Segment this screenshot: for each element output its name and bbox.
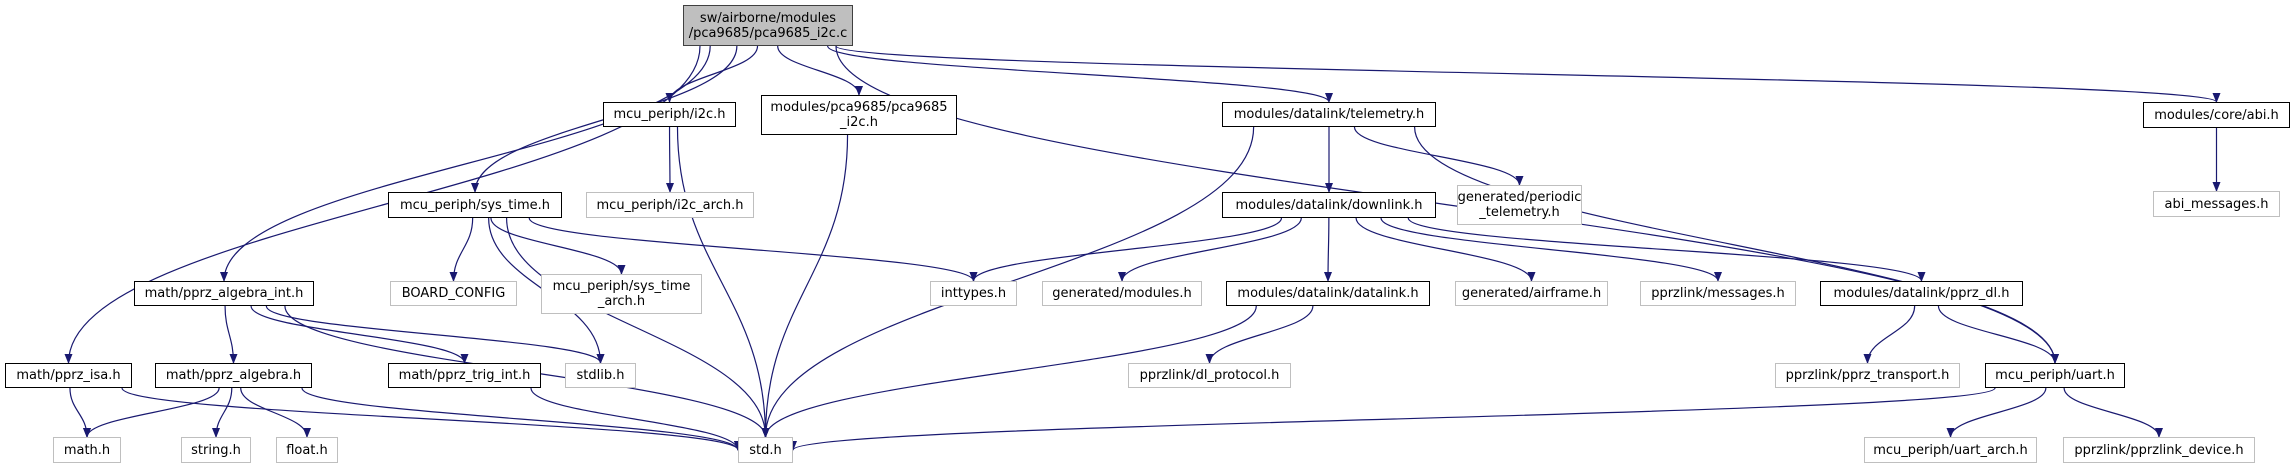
edge-datalink-to-dl-protocol: [1205, 305, 1314, 364]
graph-node-trig[interactable]: math/pprz_trig_int.h: [388, 363, 541, 388]
graph-node-inttypes: inttypes.h: [930, 281, 1017, 306]
edge-downlink-to-pprz-dl: [1407, 217, 1926, 282]
edge-root-to-uart: [835, 45, 2059, 364]
graph-node-alg-int[interactable]: math/pprz_algebra_int.h: [134, 281, 314, 306]
edge-alg-int-to-algebra: [224, 305, 238, 364]
graph-node-float: float.h: [276, 437, 338, 463]
edge-uart-to-std: [789, 387, 1996, 451]
edge-root-to-pca-h: [777, 45, 863, 96]
graph-node-transport: pprzlink/pprz_transport.h: [1775, 363, 1960, 388]
graph-node-messages: pprzlink/messages.h: [1640, 281, 1796, 306]
edge-uart-to-uart-arch: [1946, 387, 2047, 438]
edge-downlink-to-airframe: [1355, 217, 1536, 282]
graph-node-i2c[interactable]: mcu_periph/i2c.h: [603, 102, 736, 127]
edge-isa-to-math: [69, 387, 91, 438]
graph-node-board: BOARD_CONFIG: [390, 281, 517, 306]
edge-sys-time-to-sys-time-arch: [490, 217, 626, 275]
edge-downlink-to-datalink: [1324, 217, 1333, 282]
edge-root-to-telemetry: [827, 45, 1333, 103]
graph-node-math: math.h: [53, 437, 121, 463]
graph-node-std: std.h: [738, 437, 793, 463]
graph-node-dl-protocol: pprzlink/dl_protocol.h: [1128, 363, 1291, 388]
edge-sys-time-to-inttypes: [528, 217, 978, 282]
edge-pprz-dl-to-uart: [1937, 305, 2059, 364]
edge-isa-to-std: [121, 387, 742, 451]
edge-alg-int-to-stdlib: [265, 305, 605, 364]
graph-node-algebra[interactable]: math/pprz_algebra.h: [155, 363, 312, 388]
graph-node-isa[interactable]: math/pprz_isa.h: [5, 363, 132, 388]
edge-trig-to-std: [530, 387, 742, 451]
edge-sys-time-to-std: [505, 217, 770, 438]
graph-node-uart[interactable]: mcu_periph/uart.h: [1985, 363, 2125, 388]
edge-root-to-isa: [64, 45, 701, 364]
graph-node-datalink[interactable]: modules/datalink/datalink.h: [1226, 281, 1430, 306]
edge-i2c-to-std: [676, 126, 770, 438]
graph-node-gen-modules: generated/modules.h: [1042, 281, 1202, 306]
edge-root-to-abi: [835, 45, 2221, 103]
graph-node-root[interactable]: sw/airborne/modules /pca9685/pca9685_i2c…: [683, 5, 853, 46]
edge-algebra-to-math: [83, 387, 220, 438]
edge-root-to-alg-int: [220, 45, 711, 282]
edge-datalink-to-std: [761, 305, 1257, 438]
edge-uart-to-pprzlink-device: [2063, 387, 2163, 438]
edge-algebra-to-std: [301, 387, 742, 451]
edge-telemetry-to-uart: [1414, 126, 2059, 364]
graph-node-sys-time[interactable]: mcu_periph/sys_time.h: [388, 192, 562, 218]
graph-node-abi-msgs: abi_messages.h: [2153, 191, 2280, 217]
graph-node-pca-h[interactable]: modules/pca9685/pca9685 _i2c.h: [761, 95, 957, 135]
graph-node-airframe: generated/airframe.h: [1455, 281, 1608, 306]
graph-node-pprz-dl[interactable]: modules/datalink/pprz_dl.h: [1820, 281, 2023, 306]
graph-node-abi[interactable]: modules/core/abi.h: [2143, 102, 2290, 128]
edge-algebra-to-string: [212, 387, 233, 438]
edge-alg-int-to-trig: [250, 305, 469, 364]
graph-node-i2c-arch: mcu_periph/i2c_arch.h: [586, 192, 754, 218]
graph-node-uart-arch: mcu_periph/uart_arch.h: [1864, 437, 2037, 463]
graph-node-periodic: generated/periodic _telemetry.h: [1457, 185, 1582, 225]
edge-pprz-dl-to-transport: [1863, 305, 1916, 364]
edge-downlink-to-messages: [1380, 217, 1722, 282]
edge-pca-h-to-std: [761, 134, 849, 438]
edge-sys-time-to-board: [449, 217, 474, 282]
graph-node-telemetry[interactable]: modules/datalink/telemetry.h: [1222, 102, 1436, 127]
graph-node-string: string.h: [181, 437, 251, 463]
edge-algebra-to-float: [240, 387, 311, 438]
graph-node-downlink[interactable]: modules/datalink/downlink.h: [1222, 192, 1436, 218]
graph-node-pprzlink-device: pprzlink/pprzlink_device.h: [2063, 437, 2255, 463]
edge-telemetry-to-periodic: [1353, 126, 1524, 186]
graph-node-stdlib: stdlib.h: [565, 363, 636, 388]
edge-downlink-to-inttypes: [969, 217, 1283, 282]
edge-downlink-to-gen-modules: [1118, 217, 1302, 282]
graph-node-sys-time-arch: mcu_periph/sys_time _arch.h: [541, 274, 702, 314]
